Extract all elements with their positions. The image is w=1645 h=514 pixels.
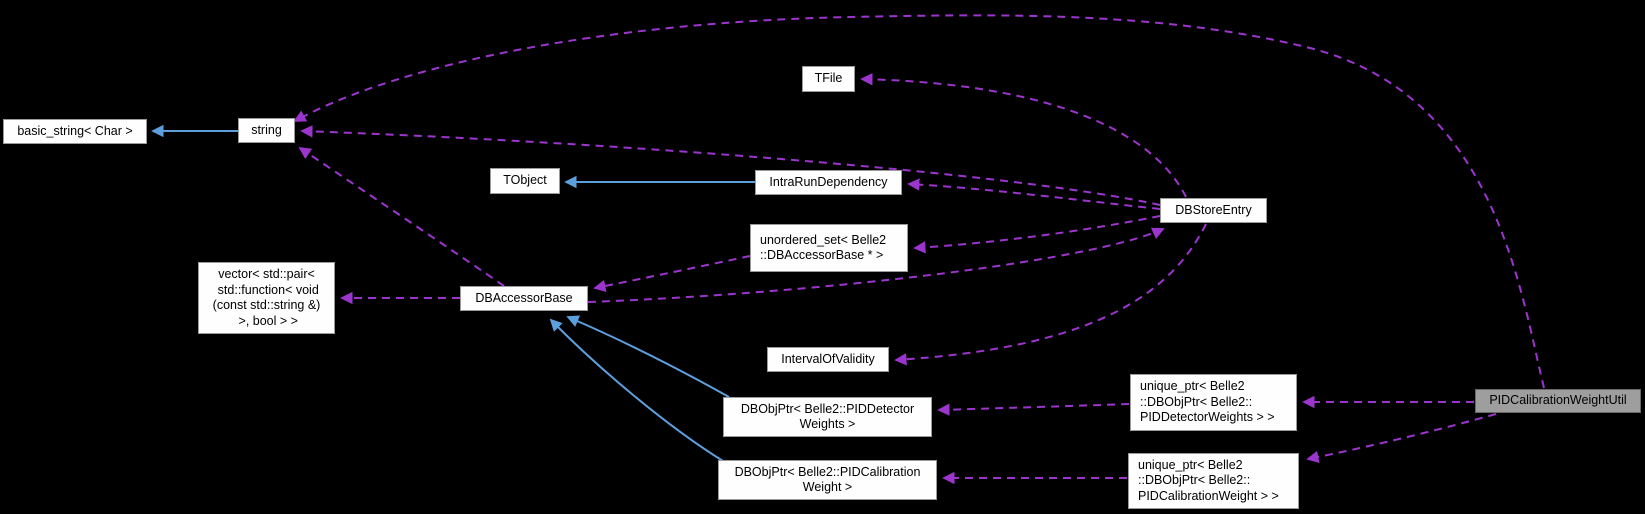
node-tfile[interactable]: TFile	[802, 66, 855, 92]
node-dbstoreentry[interactable]: DBStoreEntry	[1160, 198, 1267, 223]
node-basic-string[interactable]: basic_string< Char >	[3, 119, 147, 144]
edge-pidcalibrationweightutil-to-string	[293, 14, 1545, 389]
node-uniqueptr-calibration[interactable]: unique_ptr< Belle2 ::DBObjPtr< Belle2:: …	[1128, 453, 1299, 509]
edge-pidcalibrationweightutil-to-uniqueptr-calibration	[1306, 413, 1497, 464]
node-pidcalibrationweightutil[interactable]: PIDCalibrationWeightUtil	[1475, 389, 1641, 413]
node-vector-pair[interactable]: vector< std::pair< std::function< void (…	[198, 262, 335, 334]
edge-dbstoreentry-to-unordered-set	[913, 215, 1161, 254]
node-unordered-set[interactable]: unordered_set< Belle2 ::DBAccessorBase *…	[750, 224, 908, 272]
edge-dbstoreentry-to-intervalofvalidity	[894, 223, 1207, 366]
edge-uniqueptr-detector-to-dbobjptr-detector	[937, 403, 1130, 416]
node-uniqueptr-detector[interactable]: unique_ptr< Belle2 ::DBObjPtr< Belle2:: …	[1130, 374, 1297, 431]
edge-dbobjptr-calibration-to-dbaccessorbase	[549, 318, 724, 462]
node-intrarundependency[interactable]: IntraRunDependency	[755, 170, 902, 195]
edge-dbobjptr-detector-to-dbaccessorbase	[566, 315, 730, 398]
node-dbobjptr-detector[interactable]: DBObjPtr< Belle2::PIDDetector Weights >	[723, 397, 932, 437]
node-dbobjptr-calibration[interactable]: DBObjPtr< Belle2::PIDCalibration Weight …	[718, 460, 937, 500]
node-dbaccessorbase[interactable]: DBAccessorBase	[460, 286, 588, 311]
edge-dbstoreentry-to-tfile	[860, 73, 1187, 198]
edge-dbstoreentry-to-intrarundependency	[907, 178, 1161, 210]
edge-dbaccessorbase-to-dbstoreentry	[587, 227, 1165, 303]
node-string[interactable]: string	[238, 118, 295, 143]
node-intervalofvalidity[interactable]: IntervalOfValidity	[767, 347, 889, 372]
node-tobject[interactable]: TObject	[490, 168, 560, 194]
edge-unordered-set-to-dbaccessorbase	[593, 255, 751, 293]
